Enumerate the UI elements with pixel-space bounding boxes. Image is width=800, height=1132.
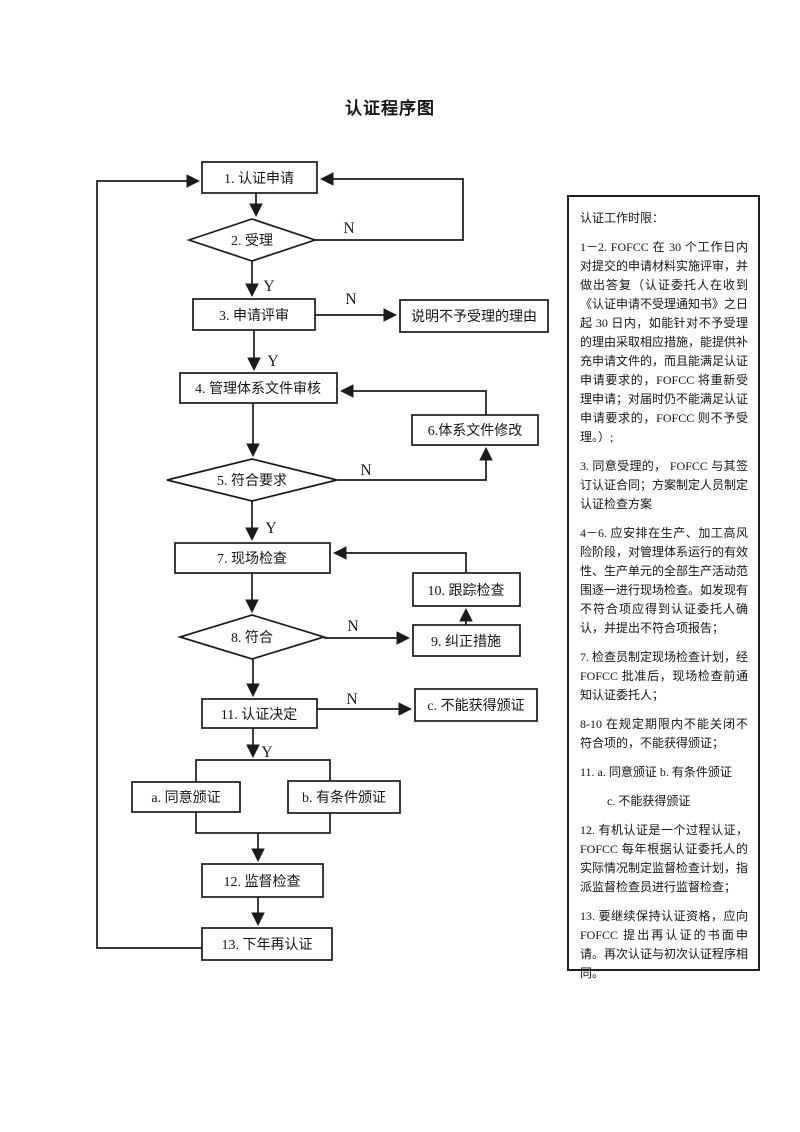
node-reject-reason-box — [399, 299, 549, 333]
node-site-inspect-box — [174, 542, 331, 574]
notes-paragraph-11c: c. 不能获得颁证 — [607, 794, 691, 808]
node-conditional-cert-label: b. 有条件颁证 — [302, 789, 386, 806]
node-conditional-cert-box — [287, 780, 401, 814]
node-recert-box — [201, 927, 333, 961]
notes-paragraph-8-10: 8-10 在规定期限内不能关闭不符合项的，不能获得颁证； — [580, 717, 748, 750]
label-conform-no: N — [347, 618, 358, 635]
notes-paragraph-12: 12. 有机认证是一个过程认证，FOFCC 每年根据认证委托人的实际情况制定监督… — [580, 823, 749, 894]
node-site-inspect-label: 7. 现场检查 — [217, 551, 287, 567]
edge-track-to-site — [332, 546, 467, 573]
label-decision-no: N — [346, 691, 357, 708]
node-doc-modify-box — [411, 414, 539, 446]
node-recert-label: 13. 下年再认证 — [222, 937, 313, 953]
node-accept-diamond — [186, 218, 318, 262]
node-meets-req-label: 5. 符合要求 — [217, 473, 287, 489]
label-meets-no: N — [360, 462, 371, 479]
edge-modify-to-audit — [339, 384, 487, 415]
label-review-no: N — [345, 291, 356, 308]
node-reject-reason-label: 说明不予受理的理由 — [411, 309, 537, 325]
label-review-yes: Y — [267, 353, 278, 370]
node-meets-req-diamond — [166, 458, 338, 502]
label-accept-yes: Y — [263, 278, 274, 295]
edge-accept-no-to-apply — [315, 172, 464, 241]
node-accept-label: 2. 受理 — [231, 233, 273, 249]
node-no-cert-label: c. 不能获得颁证 — [427, 697, 524, 714]
node-agree-cert-label: a. 同意颁证 — [151, 789, 220, 806]
node-doc-audit-label: 4. 管理体系文件审核 — [195, 381, 321, 397]
notes-paragraph-11: 11. a. 同意颁证 b. 有条件颁证 — [580, 765, 732, 779]
node-review-label: 3. 申请评审 — [219, 308, 289, 324]
node-apply-box — [201, 161, 318, 194]
node-track-inspect-box — [412, 572, 521, 607]
node-supervise-box — [201, 863, 324, 898]
node-corrective-box — [412, 624, 521, 657]
node-conform-label: 8. 符合 — [231, 630, 273, 646]
node-track-inspect-label: 10. 跟踪检查 — [428, 583, 505, 599]
notes-paragraph-7: 7. 检查员制定现场检查计划，经 FOFCC 批准后，现场检查前通知认证委托人； — [580, 650, 749, 702]
node-supervise-label: 12. 监督检查 — [224, 874, 301, 890]
notes-heading: 认证工作时限： — [580, 211, 665, 225]
label-meets-yes: Y — [265, 520, 276, 537]
label-accept-no: N — [343, 220, 354, 237]
edge-recert-to-apply — [96, 174, 202, 949]
notes-paragraph-4-6: 4－6. 应安排在生产、加工高风险阶段，对管理体系运行的有效性、生产单元的全部生… — [580, 526, 749, 635]
notes-panel: 认证工作时限： 1－2. FOFCC 在 30 个工作日内对提交的申请材料实施评… — [567, 195, 760, 980]
node-no-cert-box — [414, 688, 538, 722]
label-decision-yes: Y — [261, 744, 272, 761]
node-decision-box — [201, 698, 318, 729]
node-agree-cert-box — [131, 781, 241, 813]
node-apply-label: 1. 认证申请 — [224, 171, 294, 187]
notes-paragraph-1-2: 1－2. FOFCC 在 30 个工作日内对提交的申请材料实施评审，并做出答复（… — [580, 240, 749, 444]
notes-paragraph-13: 13. 要继续保持认证资格，应向 FOFCC 提出再认证的书面申请。再次认证与初… — [580, 909, 749, 980]
page-title: 认证程序图 — [345, 99, 435, 118]
node-doc-audit-box — [179, 372, 338, 404]
node-doc-modify-label: 6.体系文件修改 — [428, 423, 523, 439]
node-corrective-label: 9. 纠正措施 — [431, 634, 501, 650]
node-decision-label: 11. 认证决定 — [221, 707, 297, 723]
node-review-box — [192, 298, 316, 331]
edge-meets-no-to-modify — [337, 446, 493, 481]
node-conform-diamond — [177, 614, 327, 660]
notes-paragraph-3: 3. 同意受理的， FOFCC 与其签订认证合同；方案制定人员制定认证检查方案 — [580, 459, 749, 511]
